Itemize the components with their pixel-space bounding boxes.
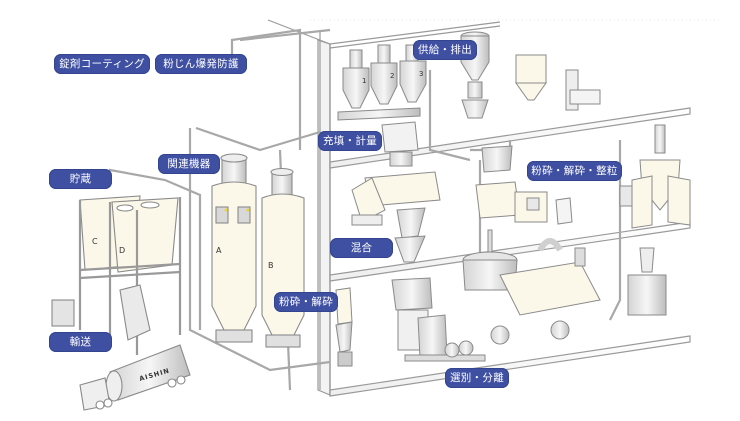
label-dust-explosion-protection[interactable]: 粉じん爆発防護	[155, 54, 247, 74]
tower-b	[261, 167, 305, 348]
tower-a-mark: A	[216, 246, 222, 255]
silo-d-mark: D	[119, 246, 125, 255]
silo-c-mark: C	[92, 237, 98, 246]
label-sieving-separation[interactable]: 選別・分離	[445, 368, 509, 388]
sieve-separator	[391, 238, 667, 362]
bag-station	[515, 54, 601, 111]
label-milling[interactable]: 粉砕・解砕	[274, 292, 338, 312]
mixer-unit	[351, 121, 441, 263]
hopper-1-mark: 1	[362, 77, 366, 85]
tower-a	[211, 153, 257, 343]
hopper-3-mark: 3	[419, 70, 423, 78]
label-tablet-coating[interactable]: 錠剤コーティング	[54, 54, 150, 74]
label-related-equipment[interactable]: 関連機器	[158, 154, 220, 174]
lower-mill	[335, 287, 353, 367]
label-conveying[interactable]: 輸送	[49, 332, 112, 352]
label-supply-discharge[interactable]: 供給・排出	[413, 40, 477, 60]
label-milling-sizing[interactable]: 粉砕・解砕・整粒	[527, 161, 622, 181]
tower-b-mark: B	[268, 261, 274, 270]
conical-blender	[619, 124, 691, 229]
label-filling-weighing[interactable]: 充填・計量	[318, 131, 382, 151]
cyclone-hoppers	[337, 44, 427, 121]
storage-silos	[51, 195, 182, 355]
label-mixing[interactable]: 混合	[330, 238, 393, 258]
tanker-truck	[79, 344, 191, 411]
mill-granulator	[475, 145, 573, 273]
label-storage[interactable]: 貯蔵	[49, 169, 112, 189]
building-frame	[267, 19, 691, 397]
hopper-2-mark: 2	[390, 72, 394, 80]
